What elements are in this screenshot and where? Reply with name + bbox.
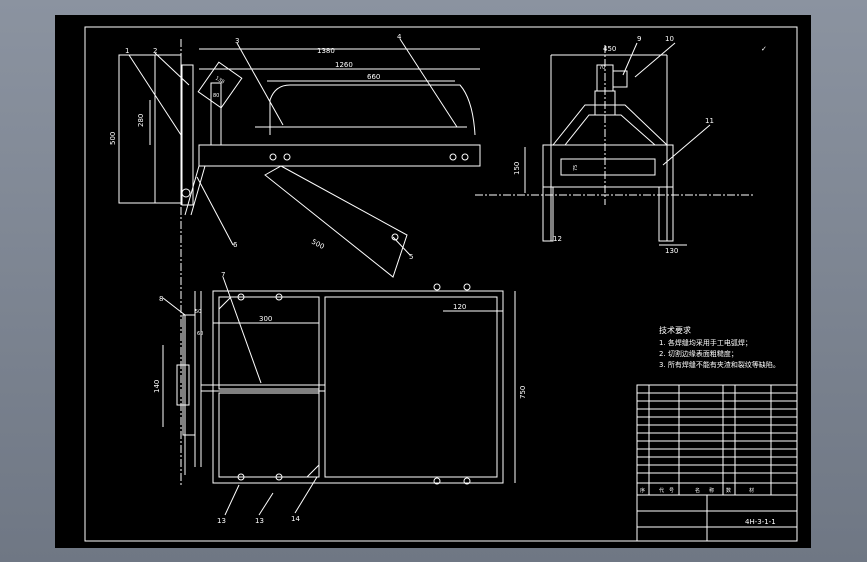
dim-750: 750 xyxy=(519,386,527,399)
drawing-frame xyxy=(84,26,798,542)
part-label-7: 7 xyxy=(221,271,225,279)
part-label-9: 9 xyxy=(637,35,641,43)
dim-300: 300 xyxy=(259,315,272,323)
tech-requirement-2: 2. 切割边缘表面粗糙度； xyxy=(659,349,738,358)
parts-header-material: 材 xyxy=(749,487,754,494)
dim-500: 500 xyxy=(109,132,117,145)
dim-138: 138 xyxy=(214,76,225,86)
dim-450: 450 xyxy=(603,45,616,53)
cad-drawing: 1380 1260 660 280 500 138 80 500 xyxy=(84,26,798,542)
dim-70: 70 xyxy=(599,65,605,71)
front-view xyxy=(118,39,481,485)
part-label-5: 5 xyxy=(409,253,413,261)
dim-150: 150 xyxy=(513,162,521,175)
dim-660: 660 xyxy=(367,73,380,81)
dim-80: 80 xyxy=(213,93,219,99)
parts-header-code-2: 号 xyxy=(669,488,674,494)
dim-1380: 1380 xyxy=(317,47,335,55)
parts-header-code-1: 代 xyxy=(659,487,664,494)
leader-lines xyxy=(128,38,711,516)
dim-140: 140 xyxy=(153,380,161,393)
part-label-11: 11 xyxy=(705,117,714,125)
dim-580: 500 xyxy=(310,238,326,251)
parts-list xyxy=(636,384,798,542)
parts-header-seq: 序 xyxy=(640,487,645,494)
part-label-6: 6 xyxy=(233,241,238,249)
surface-note: ✓ xyxy=(761,45,767,53)
tech-requirement-1: 1. 各焊缝均采用手工电弧焊； xyxy=(659,338,752,347)
parts-header-name-1: 名 xyxy=(695,487,700,494)
parts-header-qty: 数 xyxy=(726,487,731,494)
part-label-14: 14 xyxy=(291,515,300,523)
dim-50: 50 xyxy=(195,309,201,315)
dim-1260: 1260 xyxy=(335,61,353,69)
parts-header-name-2: 称 xyxy=(709,487,714,494)
part-label-4: 4 xyxy=(397,33,402,41)
dim-130: 130 xyxy=(665,247,678,255)
dim-280: 280 xyxy=(137,114,145,127)
dim-60: 60 xyxy=(197,331,203,337)
part-label-8: 8 xyxy=(159,295,163,303)
side-view xyxy=(475,45,755,246)
dim-75: 75 xyxy=(573,165,579,171)
part-label-1: 1 xyxy=(125,47,129,55)
drawing-sheet: 1380 1260 660 280 500 138 80 500 xyxy=(55,15,811,548)
dim-120: 120 xyxy=(453,303,466,311)
part-label-13b: 13 xyxy=(255,517,264,525)
part-label-10: 10 xyxy=(665,35,674,43)
part-label-13a: 13 xyxy=(217,517,226,525)
part-label-12: 12 xyxy=(553,235,562,243)
plan-view xyxy=(162,283,516,485)
tech-requirements-title: 技术要求 xyxy=(659,325,691,335)
part-label-2: 2 xyxy=(153,47,157,55)
drawing-number: 4H-3-1-1 xyxy=(745,518,776,526)
part-label-3: 3 xyxy=(235,37,239,45)
tech-requirement-3: 3. 所有焊缝不能有夹渣和裂纹等缺陷。 xyxy=(659,360,780,369)
